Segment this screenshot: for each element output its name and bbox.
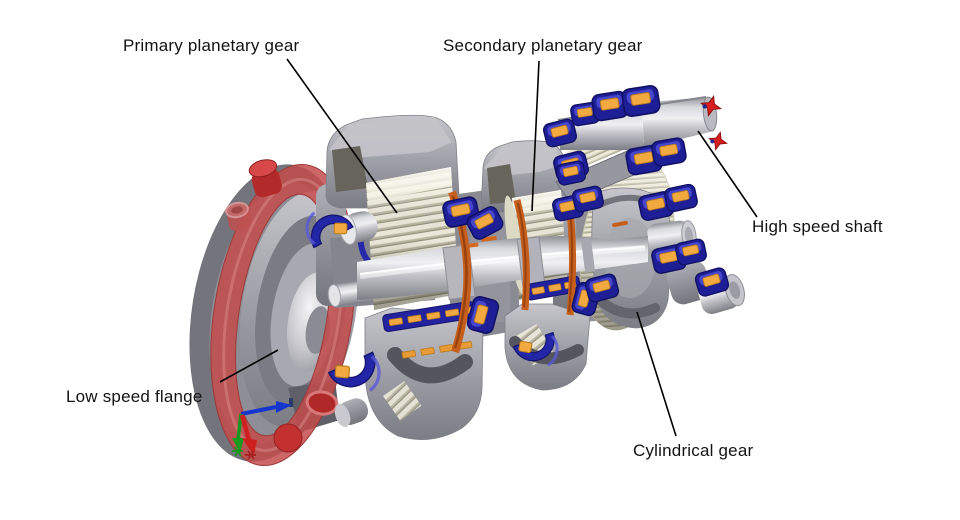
y-axis-arrow [232,438,244,453]
leader-secondary [531,60,540,212]
red-asterisk [245,450,256,460]
roller-strip-1 [382,300,476,333]
x-axis-arrow [276,401,292,413]
bearing-block [620,83,662,119]
label-high-speed-shaft: High speed shaft [752,217,883,236]
bearing-block [650,136,688,168]
leader-lines [219,58,758,437]
low-speed-flange [189,159,359,466]
green-asterisk [232,446,243,457]
roller-strip-2 [401,341,473,359]
label-primary-planetary-gear: Primary planetary gear [123,36,300,55]
label-cylindrical-gear: Cylindrical gear [633,441,754,460]
label-low-speed-flange: Low speed flange [66,387,203,406]
leader-low-speed [219,349,279,383]
leader-cylindrical [636,311,677,437]
flange-studs [225,159,339,453]
leader-high-speed [697,130,758,218]
leader-primary [286,58,398,214]
origin-triad [232,401,292,460]
housing-bottom-lobe-1 [334,307,484,440]
label-secondary-planetary-gear: Secondary planetary gear [443,36,643,55]
